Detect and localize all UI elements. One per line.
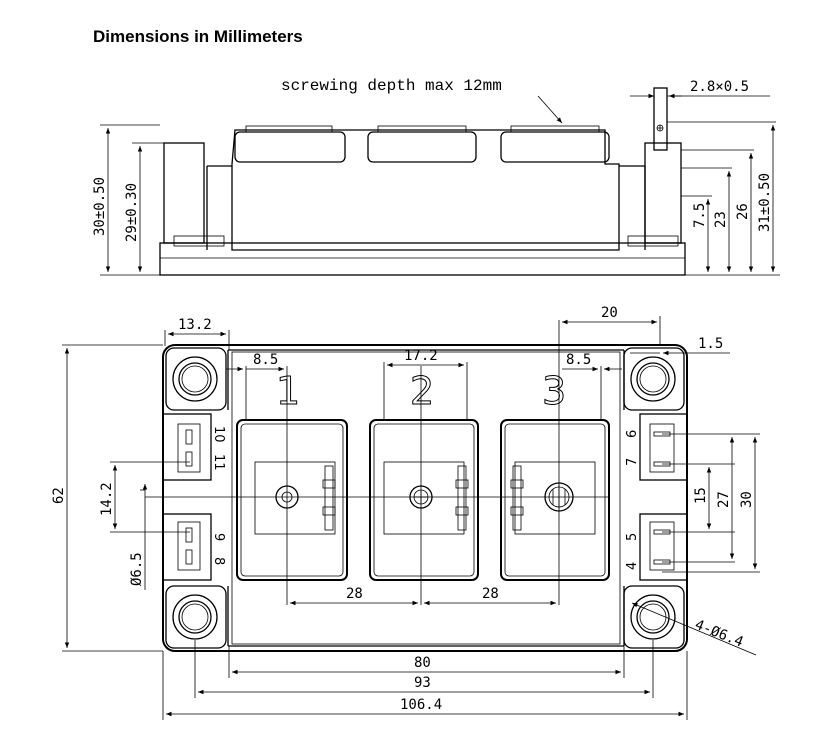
dim-27: 27 [716, 491, 732, 508]
terminal-2: 2 [369, 369, 479, 581]
pin-label-6: 6 [625, 430, 640, 438]
mounting-hole-top-left [165, 347, 227, 411]
dim-17-2: 17.2 [404, 348, 438, 364]
page-title: Dimensions in Millimeters [93, 27, 303, 46]
pin-label-5: 5 [625, 533, 640, 541]
dim-31: 31±0.50 [757, 173, 773, 232]
dim-20: 20 [601, 305, 618, 321]
terminal-label-2: 2 [410, 369, 434, 413]
dim-28-right: 28 [482, 586, 499, 602]
pin-label-4: 4 [625, 562, 640, 570]
dim-15: 15 [693, 487, 709, 504]
terminal-3: 3 [500, 369, 610, 581]
pin-label-8: 8 [211, 557, 226, 565]
dim-23: 23 [713, 211, 729, 228]
pin-label-7: 7 [625, 458, 640, 466]
dim-13-2: 13.2 [178, 317, 212, 333]
dim-14-2: 14.2 [99, 482, 115, 516]
dim-30: 30 [739, 491, 755, 508]
dim-height-30: 30±0.50 [92, 177, 108, 236]
dim-8-5-left: 8.5 [253, 352, 278, 368]
terminal-1: 1 [236, 369, 348, 581]
dim-93: 93 [414, 675, 431, 691]
dim-diameter-6-5: Ø6.5 [129, 552, 145, 586]
pin-label-9: 9 [211, 533, 226, 541]
dim-7-5: 7.5 [692, 203, 708, 228]
terminal-label-1: 1 [276, 369, 300, 413]
top-view: 10 11 9 8 6 7 5 4 1 2 [51, 305, 760, 720]
mounting-hole-bottom-left [165, 585, 227, 649]
dim-height-29: 29±0.30 [124, 183, 140, 242]
dim-62: 62 [51, 487, 67, 504]
mounting-hole-top-right [623, 347, 685, 411]
dim-1-5: 1.5 [698, 336, 723, 352]
dim-8-5-right: 8.5 [566, 352, 591, 368]
pin-label-10: 10 [211, 426, 226, 443]
dim-26: 26 [735, 203, 751, 220]
dim-80: 80 [414, 655, 431, 671]
mounting-hole-bottom-right [623, 585, 685, 649]
pin-label-11: 11 [211, 454, 226, 471]
side-view: screwing depth max 12mm 2.8×0.5 [92, 77, 780, 276]
terminal-label-3: 3 [542, 369, 566, 413]
dim-106-4: 106.4 [400, 697, 442, 713]
dim-28-left: 28 [346, 586, 363, 602]
dim-pin-size: 2.8×0.5 [690, 79, 749, 95]
screwing-depth-note: screwing depth max 12mm [281, 77, 502, 95]
dim-4-holes-diameter-6-4: 4-Ø6.4 [693, 617, 746, 651]
